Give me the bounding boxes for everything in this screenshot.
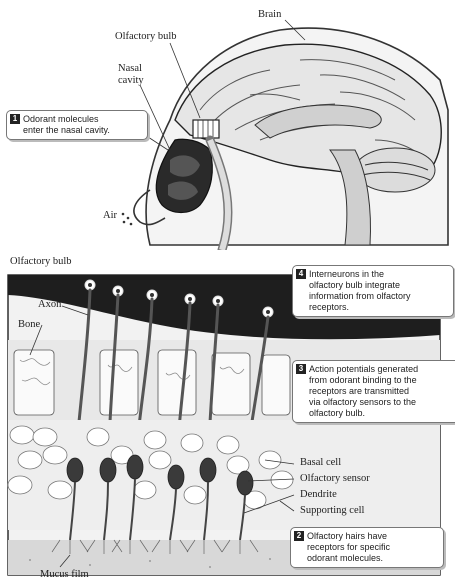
supporting-cell-label: Supporting cell: [300, 505, 364, 517]
olfactory-bulb-section-label: Olfactory bulb: [10, 256, 72, 268]
olfactory-bulb-box: [193, 120, 219, 138]
callout-3-line: via olfactory sensors to the: [309, 397, 455, 408]
callout-3-line: olfactory bulb.: [309, 408, 455, 419]
callout-3: 3 Action potentials generated from odora…: [292, 360, 455, 423]
callout-2-number: 2: [294, 531, 304, 541]
callout-2-line: odorant molecules.: [307, 553, 439, 564]
callout-4-line: olfactory bulb integrate: [309, 280, 449, 291]
callout-1-line: Odorant molecules: [23, 114, 143, 125]
callout-2-line: Olfactory hairs have: [307, 531, 439, 542]
axon-label: Axon: [38, 299, 61, 311]
olfactory-bulb-top-label: Olfactory bulb: [115, 31, 177, 43]
callout-4-line: Interneurons in the: [309, 269, 449, 280]
callout-1-number: 1: [10, 114, 20, 124]
nasal-label-line1: Nasal: [118, 63, 142, 75]
basal-cell-label: Basal cell: [300, 457, 341, 469]
dendrite-label: Dendrite: [300, 489, 337, 501]
brain-label: Brain: [258, 9, 281, 21]
callout-1: 1 Odorant molecules enter the nasal cavi…: [6, 110, 148, 140]
callout-3-line: receptors are transmitted: [309, 386, 455, 397]
callout-3-line: from odorant binding to the: [309, 375, 455, 386]
callout-3-line: Action potentials generated: [309, 364, 455, 375]
callout-2: 2 Olfactory hairs have receptors for spe…: [290, 527, 444, 568]
callout-4-number: 4: [296, 269, 306, 279]
nasal-label-line2: cavity: [118, 75, 144, 87]
callout-2-line: receptors for specific: [307, 542, 439, 553]
callout-3-number: 3: [296, 364, 306, 374]
olfactory-sensor-label: Olfactory sensor: [300, 473, 370, 485]
callout-4-line: receptors.: [309, 302, 449, 313]
air-particles: [122, 213, 133, 226]
bone-label: Bone: [18, 319, 40, 331]
callout-4-line: information from olfactory: [309, 291, 449, 302]
air-label: Air: [103, 210, 117, 222]
callout-4: 4 Interneurons in the olfactory bulb int…: [292, 265, 454, 317]
callout-1-line: enter the nasal cavity.: [23, 125, 143, 136]
mucus-film-label: Mucus film: [40, 569, 89, 581]
